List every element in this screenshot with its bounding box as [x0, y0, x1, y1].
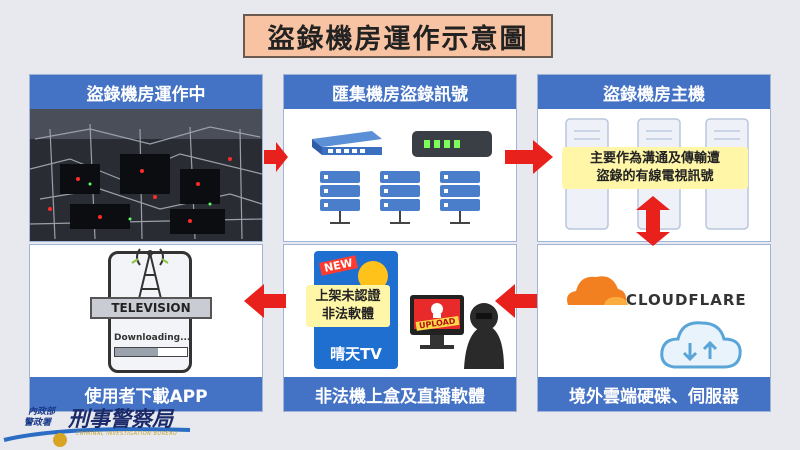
note-line: 非法軟體 — [321, 307, 374, 322]
cloud-illustration: CLOUDFLARE — [538, 245, 770, 377]
arrow-left-icon — [495, 284, 537, 318]
panel-signal-aggregation: 匯集機房盜錄訊號 — [283, 74, 517, 242]
host-description-note: 主要作為溝通及傳輸遭 盜錄的有線電視訊號 — [562, 147, 748, 189]
hacker-icon — [410, 295, 504, 369]
server-rack-icons — [320, 171, 480, 224]
arrow-up-down-icon — [636, 196, 670, 246]
download-label: Downloading... — [114, 333, 191, 343]
panel-header: 盜錄機房主機 — [538, 75, 770, 109]
panel-header: 境外雲端硬碟、伺服器 — [538, 377, 770, 411]
panel-illegal-box: 非法機上盒及直播軟體 NEW 晴天TV 上架未認證 非法軟體 UPLOAD — [283, 244, 517, 412]
router-icon — [412, 131, 492, 157]
panel-header: 匯集機房盜錄訊號 — [284, 75, 516, 109]
note-line: 上架未認證 — [315, 289, 381, 304]
panel-user-download: 使用者下載APP TELEVISION Downloading... — [29, 244, 263, 412]
app-name: 晴天TV — [330, 345, 382, 363]
panel-offshore-cloud: 境外雲端硬碟、伺服器 CLOUDFLARE — [537, 244, 771, 412]
cloudflare-logo-icon — [567, 276, 628, 305]
page-title: 盜錄機房運作示意圖 — [243, 14, 553, 58]
cib-logo: 內政部 警政署 刑事警察局 CRIMINAL INVESTIGATION BUR… — [2, 404, 192, 448]
switch-icon — [312, 131, 382, 155]
note-line: 盜錄的有線電視訊號 — [596, 169, 714, 184]
panel-recording-room: 盜錄機房運作中 — [29, 74, 263, 242]
antenna-tower-icon — [131, 248, 169, 304]
panel-header: 非法機上盒及直播軟體 — [284, 377, 516, 411]
note-line: 主要作為溝通及傳輸遭 — [589, 151, 720, 166]
panel-header: 盜錄機房運作中 — [30, 75, 262, 109]
arrow-right-icon — [264, 142, 288, 172]
dept-line: 內政部 — [28, 407, 56, 417]
arrow-left-icon — [244, 284, 286, 318]
panel-header: 使用者下載APP — [30, 377, 262, 411]
illegal-software-illustration: NEW 晴天TV 上架未認證 非法軟體 UPLOAD — [284, 245, 516, 377]
cloud-transfer-icon — [660, 321, 742, 369]
bureau-english: CRIMINAL INVESTIGATION BUREAU — [76, 431, 178, 437]
bureau-name: 刑事警察局 — [68, 407, 173, 431]
dept-line: 警政署 — [24, 418, 52, 428]
television-label: TELEVISION — [90, 297, 212, 319]
server-room-photo — [30, 109, 262, 241]
network-equipment-illustration — [284, 109, 516, 241]
uncertified-software-note: 上架未認證 非法軟體 — [306, 285, 390, 327]
phone-illustration: TELEVISION Downloading... — [30, 245, 262, 377]
arrow-right-icon — [505, 140, 553, 174]
cloudflare-label: CLOUDFLARE — [626, 291, 747, 309]
download-progress-bar — [114, 347, 188, 357]
